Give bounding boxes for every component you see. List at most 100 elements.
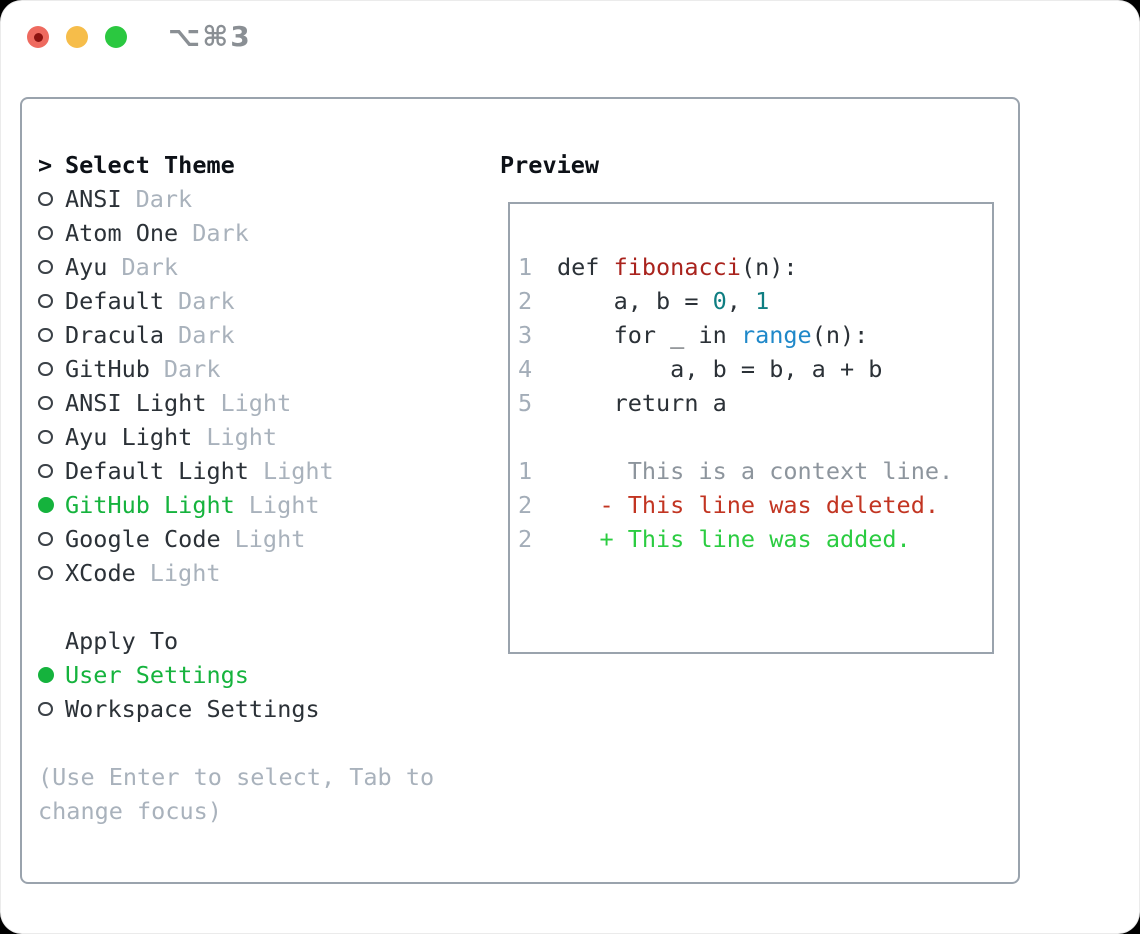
theme-option[interactable]: Default Light Light [38,454,434,488]
radio-icon [38,361,65,377]
theme-variant-label: Dark [135,185,193,213]
theme-option-label: Atom One [65,219,179,247]
theme-variant-label: Light [248,491,320,519]
theme-variant-label: Dark [178,321,235,349]
titlebar [27,26,158,48]
theme-option-label: Default Light [65,457,249,485]
theme-option-label: ANSI Light [65,389,207,417]
diff-block: 1 This is a context line.2 - This line w… [518,454,992,556]
theme-variant-label: Dark [178,287,235,315]
ring-shape [38,293,53,309]
apply-option-label: Workspace Settings [65,695,320,723]
theme-option[interactable]: Dracula Dark [38,318,434,352]
traffic-light-minimize-button[interactable] [66,26,88,48]
ring-shape [38,429,53,445]
apply-option[interactable]: Workspace Settings [38,692,434,726]
radio-icon [38,531,65,547]
apply-option-label: User Settings [65,661,249,689]
theme-variant-label: Light [149,559,221,587]
code-line: 3 for _ in range(n): [518,318,992,352]
line-number: 2 [518,287,533,315]
theme-option[interactable]: GitHub Light Light [38,488,434,522]
theme-variant-label: Light [206,423,278,451]
help-text-line: (Use Enter to select, Tab to [38,763,435,791]
code-content: return a [557,386,727,420]
radio-icon [38,429,65,445]
gap [38,726,434,760]
apply-option[interactable]: User Settings [38,658,434,692]
radio-icon [38,191,65,207]
code-line: 5 return a [518,386,992,420]
theme-variant-label: Light [262,457,334,485]
diff-text: - This line was deleted. [557,491,940,519]
apply-to-title: Apply To [65,627,179,655]
preview-title: Preview [500,151,600,179]
ring-shape [38,565,53,581]
ring-shape [38,531,53,547]
diff-line-deleted: 2 - This line was deleted. [518,488,992,522]
theme-variant-label: Light [220,389,292,417]
ring-shape [38,225,53,241]
dot-shape [38,497,54,513]
code-token-number: 1 [755,287,770,315]
line-number: 1 [518,457,533,485]
gap [38,590,434,624]
code-token-func: fibonacci [613,253,741,281]
ring-shape [38,259,53,275]
code-content: a, b = 0, 1 [557,284,770,318]
ring-shape [38,395,53,411]
line-number: 4 [518,355,533,383]
apply-to-header: Apply To [38,624,434,658]
traffic-light-close-button[interactable] [27,26,49,48]
theme-option[interactable]: ANSI Dark [38,182,434,216]
line-number: 2 [518,491,533,519]
theme-option-label: ANSI [65,185,122,213]
code-line: 4 a, b = b, a + b [518,352,992,386]
theme-option[interactable]: XCode Light [38,556,434,590]
theme-option[interactable]: ANSI Light Light [38,386,434,420]
gap [518,420,992,454]
theme-option-label: GitHub Light [65,491,235,519]
theme-option-label: Google Code [65,525,221,553]
radio-icon [38,565,65,581]
theme-option[interactable]: Atom One Dark [38,216,434,250]
radio-icon [38,293,65,309]
line-number: 5 [518,389,533,417]
radio-icon [38,463,65,479]
radio-icon [38,327,65,343]
theme-variant-label: Dark [121,253,179,281]
code-token-plain: a, b = b, a + b [557,355,883,383]
select-theme-title: Select Theme [65,151,235,179]
radio-selected-icon [38,497,65,513]
window-shortcut-label: ⌥⌘3 [168,20,252,53]
theme-option-label: Dracula [65,321,165,349]
theme-option-label: Ayu Light [65,423,193,451]
theme-option-label: XCode [65,559,136,587]
traffic-light-zoom-button[interactable] [105,26,127,48]
code-content: for _ in range(n): [557,318,869,352]
code-token-plain: , [726,287,756,315]
code-content: def fibonacci(n): [557,250,798,284]
close-dot-icon [33,32,43,42]
code-token-plain: (n): [740,253,798,281]
radio-icon [38,259,65,275]
dot-shape [38,667,54,683]
theme-variant-label: Dark [163,355,221,383]
diff-text: + This line was added. [557,525,911,553]
radio-icon [38,395,65,411]
theme-variant-label: Dark [192,219,249,247]
code-token-builtin: range [740,321,812,349]
theme-option[interactable]: Ayu Light Light [38,420,434,454]
